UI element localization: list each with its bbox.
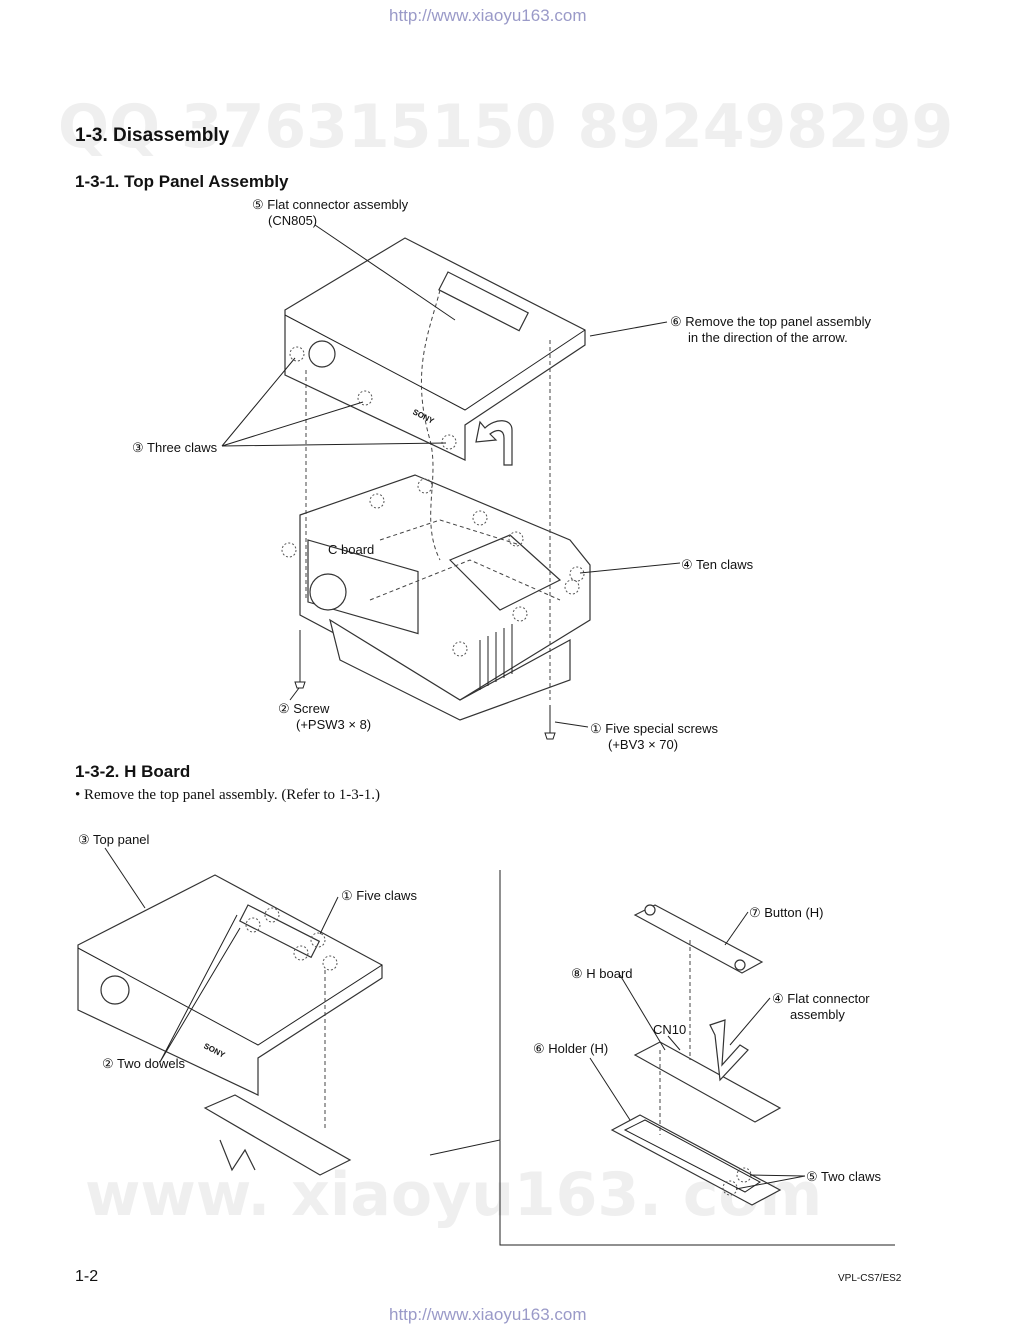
label-top-panel: ③ Top panel	[78, 832, 150, 847]
label-five-special-screws: ① Five special screws	[590, 721, 718, 736]
leader-2	[289, 687, 300, 701]
lens-top-panel	[308, 340, 336, 368]
lens-top-panel-h	[100, 975, 130, 1005]
model-number: VPL-CS7/ES2	[838, 1273, 902, 1284]
h-board	[633, 1041, 782, 1123]
leader-two-claws	[735, 1174, 806, 1190]
header-url[interactable]: http://www.xiaoyu163.com	[389, 6, 587, 25]
screw-align-line	[305, 340, 551, 700]
leader-button-h	[724, 911, 749, 946]
chassis-base	[329, 618, 571, 721]
page-number: 1-2	[75, 1268, 99, 1285]
button-window	[438, 271, 529, 332]
screw-psw3	[294, 630, 306, 689]
button-knob-1	[644, 904, 656, 916]
flat-cable-cn805	[420, 289, 441, 561]
five-claw-markers	[245, 907, 338, 971]
button-knob-2	[734, 959, 746, 971]
flat-cable-left	[219, 1139, 256, 1172]
label-cn10: CN10	[653, 1022, 687, 1037]
removal-arrow	[475, 420, 513, 466]
label-screw-spec: (+PSW3 × 8)	[296, 717, 372, 732]
label-ten-claws: ④ Ten claws	[681, 557, 754, 572]
label-two-claws: ⑤ Two claws	[806, 1169, 881, 1184]
label-flat-connector-cn805-code: (CN805)	[268, 213, 318, 228]
button-assembly-left	[203, 1094, 352, 1176]
label-screw: ② Screw	[278, 701, 330, 716]
procedure-note: • Remove the top panel assembly. (Refer …	[75, 787, 381, 803]
leader-two-dowels	[159, 914, 241, 1063]
top-panel-h-window	[239, 904, 321, 959]
holder-h	[610, 1114, 782, 1206]
label-remove-top-panel: ⑥ Remove the top panel assembly	[670, 314, 871, 329]
section-title: 1-3. Disassembly	[75, 125, 230, 146]
chassis-body	[299, 474, 591, 701]
h-align-lines	[659, 940, 691, 1135]
heatsink-grille	[479, 624, 513, 690]
watermark-qq: QQ 376315150 892498299	[58, 92, 954, 162]
subsection-title-h-board: 1-3-2. H Board	[75, 762, 191, 781]
holder-h-inner	[623, 1119, 761, 1193]
top-panel-h-board-view	[77, 874, 383, 1096]
leader-3	[221, 357, 447, 447]
label-three-claws: ③ Three claws	[132, 440, 218, 455]
leader-6	[589, 321, 668, 337]
subsection-title-top-panel: 1-3-1. Top Panel Assembly	[75, 172, 289, 191]
label-flat-connector-assembly-2: assembly	[790, 1007, 845, 1022]
leader-1	[554, 721, 589, 728]
special-screw-bv3	[544, 705, 556, 740]
footer-url[interactable]: http://www.xiaoyu163.com	[389, 1305, 587, 1324]
label-two-dowels: ② Two dowels	[102, 1056, 185, 1071]
leader-5	[314, 224, 456, 321]
label-flat-connector-assembly: ④ Flat connector	[772, 991, 870, 1006]
label-button-h: ⑦ Button (H)	[749, 905, 824, 920]
leader-flat-connector	[729, 997, 771, 1046]
label-five-claws: ① Five claws	[341, 888, 417, 903]
leader-top-panel	[104, 847, 146, 909]
panel-divider	[429, 870, 895, 1246]
top-panel-shell	[284, 237, 586, 461]
label-c-board: C board	[328, 542, 375, 557]
two-claw-marker-2	[722, 1180, 738, 1196]
label-remove-top-panel-direction: in the direction of the arrow.	[688, 330, 848, 345]
leader-holder-h	[589, 1057, 631, 1121]
top-panel-edge	[284, 314, 586, 411]
flat-connector-assembly	[709, 1019, 749, 1082]
label-holder-h: ⑥ Holder (H)	[533, 1041, 609, 1056]
lamp-housing	[448, 534, 562, 611]
leader-cn10	[667, 1035, 681, 1051]
top-panel-h-edge	[77, 947, 383, 1046]
leader-4	[579, 562, 681, 574]
c-board	[307, 539, 419, 635]
leader-five-claws	[319, 896, 339, 935]
claw-markers	[281, 346, 585, 657]
label-h-board: ⑧ H board	[571, 966, 633, 981]
chassis-hidden-lines	[369, 519, 561, 601]
leader-h-board	[619, 974, 666, 1051]
lens-chassis	[309, 573, 347, 611]
label-five-special-screws-spec: (+BV3 × 70)	[608, 737, 679, 752]
label-flat-connector-cn805: ⑤ Flat connector assembly	[252, 197, 409, 212]
